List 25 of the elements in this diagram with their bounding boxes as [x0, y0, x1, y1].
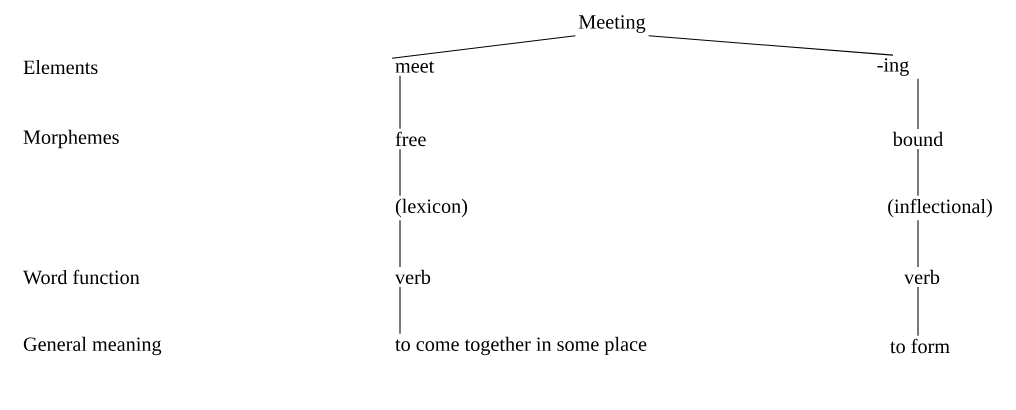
tree-node-text: verb [904, 269, 940, 285]
tree-line [917, 286, 919, 337]
tree-node-text: meet [395, 61, 435, 73]
tree-node-text: -ing [877, 58, 909, 76]
tree-node-text: to form [890, 338, 950, 354]
tree-node-text: (inflectional) [888, 198, 992, 218]
row-label: Elements [23, 59, 98, 75]
row-label: Morphemes [23, 129, 119, 149]
tree-line [399, 148, 401, 197]
tree-line [391, 35, 576, 59]
tree-line [399, 219, 401, 268]
tree-line [917, 219, 919, 268]
row-label: Word function [23, 269, 140, 285]
tree-line [917, 78, 919, 130]
tree-node-text: (lexicon) [395, 198, 468, 218]
tree-node-text: bound [892, 131, 943, 147]
tree-node-text: verb [395, 269, 431, 285]
row-label: General meaning [23, 336, 162, 356]
tree-line [917, 148, 919, 197]
tree-line [648, 35, 894, 56]
tree-node-text: to come together in some place [395, 336, 647, 356]
tree-node-text: Meeting [578, 15, 646, 33]
tree-line [399, 286, 401, 335]
tree-line [399, 75, 401, 130]
tree-node-text: free [395, 131, 426, 147]
